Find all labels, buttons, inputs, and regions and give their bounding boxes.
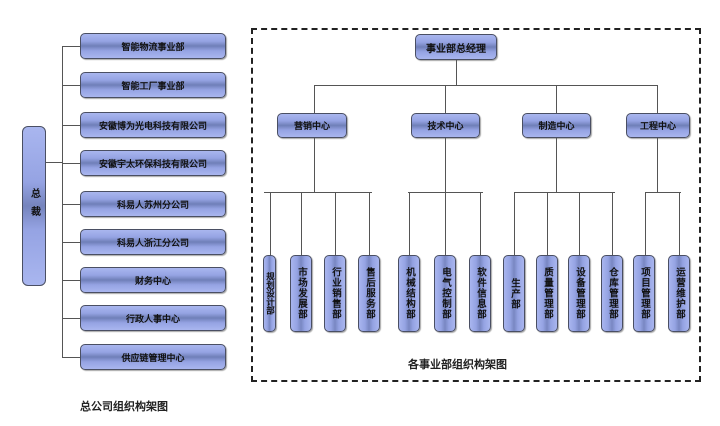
connector <box>514 192 515 255</box>
center-label: 技术中心 <box>427 122 464 132</box>
department-box: 生产部 <box>503 255 525 332</box>
connector <box>301 192 302 255</box>
hq-unit-box: 智能物流事业部 <box>80 33 226 59</box>
connector <box>612 192 613 255</box>
connector <box>657 85 658 113</box>
department-label: 仓库管理部 <box>607 267 618 320</box>
center-label: 营销中心 <box>293 122 330 132</box>
connector <box>679 192 680 255</box>
connector <box>46 162 62 163</box>
connector <box>62 357 80 358</box>
division-caption: 各事业部组织构架图 <box>408 358 507 371</box>
connector <box>264 192 372 193</box>
hq-unit-box: 行政人事中心 <box>80 305 226 331</box>
department-label: 售后服务部 <box>364 267 375 320</box>
department-label: 软件信息部 <box>475 267 486 320</box>
connector <box>62 280 80 281</box>
department-label: 行业销售部 <box>330 267 341 320</box>
department-box: 运营维护部 <box>668 255 690 332</box>
department-box: 市场发展部 <box>290 255 312 332</box>
department-box: 售后服务部 <box>358 255 380 332</box>
president-box: 总裁 <box>22 126 46 286</box>
hq-unit-box: 安徽宇太环保科技有限公司 <box>80 150 226 176</box>
department-label: 市场发展部 <box>296 267 307 320</box>
hq-unit-box: 安徽博为光电科技有限公司 <box>80 112 226 138</box>
connector <box>62 204 80 205</box>
center-box: 营销中心 <box>277 113 347 138</box>
connector <box>514 192 615 193</box>
center-box: 制造中心 <box>522 113 591 138</box>
connector <box>62 46 80 47</box>
connector <box>62 125 80 126</box>
division-manager-label: 事业部总经理 <box>426 43 486 55</box>
connector <box>556 85 557 113</box>
division-frame <box>251 28 701 382</box>
connector <box>62 46 63 358</box>
department-box: 设备管理部 <box>568 255 590 332</box>
department-label: 质量管理部 <box>542 267 553 320</box>
connector <box>335 192 336 255</box>
connector <box>62 163 80 164</box>
division-manager-box: 事业部总经理 <box>415 34 497 60</box>
connector <box>369 192 370 255</box>
department-box: 质量管理部 <box>536 255 558 332</box>
department-box: 电气控制部 <box>434 255 456 332</box>
connector <box>456 60 457 85</box>
hq-unit-label: 科易人浙江分公司 <box>116 238 189 249</box>
connector <box>480 192 481 255</box>
connector <box>445 192 446 255</box>
connector <box>314 138 315 192</box>
president-label: 总裁 <box>28 188 40 224</box>
hq-unit-label: 供应链管理中心 <box>121 353 185 364</box>
department-label: 电气控制部 <box>440 267 451 320</box>
connector <box>409 192 410 255</box>
hq-unit-box: 科易人浙江分公司 <box>80 229 226 255</box>
department-box: 软件信息部 <box>469 255 491 332</box>
hq-unit-label: 安徽博为光电科技有限公司 <box>98 121 207 132</box>
department-box: 仓库管理部 <box>601 255 623 332</box>
connector <box>645 192 646 255</box>
hq-unit-label: 智能物流事业部 <box>121 42 185 53</box>
connector <box>270 192 271 255</box>
department-box: 规划设计部 <box>263 255 276 332</box>
hq-caption: 总公司组织构架图 <box>80 400 168 413</box>
connector <box>657 138 658 192</box>
department-box: 行业销售部 <box>324 255 346 332</box>
department-label: 设备管理部 <box>574 267 585 320</box>
connector <box>645 192 681 193</box>
hq-unit-label: 智能工厂事业部 <box>121 81 185 92</box>
center-box: 工程中心 <box>626 113 690 138</box>
department-label: 生产部 <box>509 277 520 310</box>
connector <box>547 192 548 255</box>
connector <box>62 85 80 86</box>
department-label: 运营维护部 <box>674 267 685 320</box>
connector <box>556 138 557 192</box>
connector <box>62 318 80 319</box>
center-box: 技术中心 <box>411 113 480 138</box>
department-label: 机械结构部 <box>404 267 415 320</box>
department-box: 机械结构部 <box>398 255 420 332</box>
connector <box>314 85 658 86</box>
department-box: 项目管理部 <box>633 255 655 332</box>
connector <box>445 138 446 192</box>
hq-unit-box: 供应链管理中心 <box>80 344 226 370</box>
connector <box>445 85 446 113</box>
hq-unit-box: 科易人苏州分公司 <box>80 191 226 217</box>
department-label: 项目管理部 <box>639 267 650 320</box>
connector <box>579 192 580 255</box>
center-label: 工程中心 <box>639 122 676 132</box>
hq-unit-label: 安徽宇太环保科技有限公司 <box>98 159 207 170</box>
connector <box>314 85 315 113</box>
department-label: 规划设计部 <box>264 272 275 315</box>
connector <box>62 242 80 243</box>
hq-unit-label: 财务中心 <box>134 276 171 287</box>
hq-unit-label: 行政人事中心 <box>125 314 180 325</box>
hq-unit-label: 科易人苏州分公司 <box>116 200 189 211</box>
hq-unit-box: 财务中心 <box>80 267 226 293</box>
hq-unit-box: 智能工厂事业部 <box>80 72 226 98</box>
center-label: 制造中心 <box>538 122 575 132</box>
